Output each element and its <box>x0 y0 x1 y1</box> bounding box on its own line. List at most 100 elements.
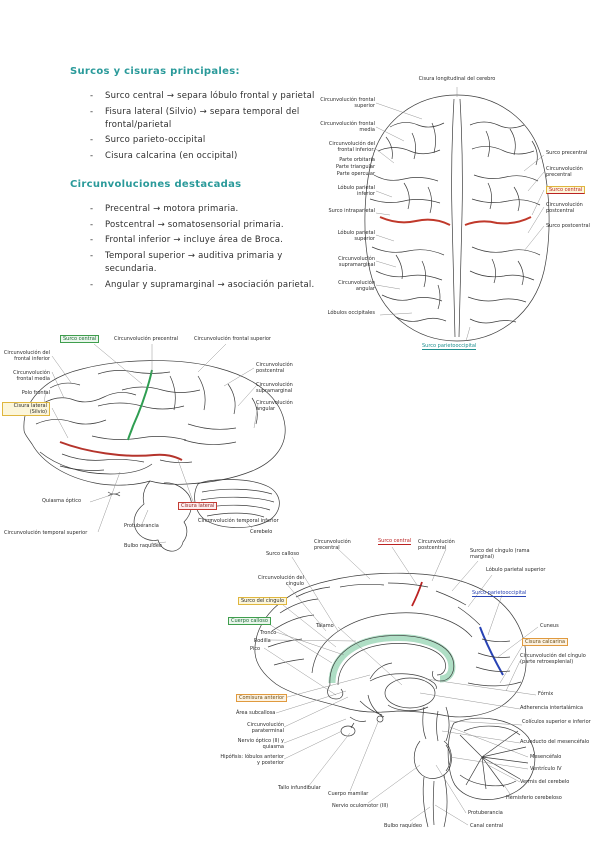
anatomy-label: Protuberancia <box>124 523 159 529</box>
anatomy-label: Parte orbitaria <box>339 157 375 163</box>
anatomy-label: Parte triangular <box>335 164 375 170</box>
anatomy-label: Quiasma óptico <box>42 498 82 504</box>
heading-sulci: Surcos y cisuras principales: <box>70 66 240 77</box>
list-item: Angular y supramarginal → asociación par… <box>90 279 325 292</box>
anatomy-label: Acueducto del mesencéfalo <box>520 739 590 745</box>
anatomy-label-highlighted: Cisura lateral (Silvio) <box>2 402 50 416</box>
anatomy-label: Circunvolución angular <box>338 280 375 292</box>
heading-gyri: Circunvoluciones destacadas <box>70 178 242 190</box>
anatomy-label: Surco del cíngulo (rama marginal) <box>470 548 530 560</box>
parietooccipital-sulcus-highlight <box>479 626 504 676</box>
anatomy-label: Polo frontal <box>21 390 50 396</box>
bullet-text: Temporal superior → auditiva primaria y … <box>105 251 283 274</box>
bullet-text: Cisura calcarina (en occipital) <box>105 151 238 161</box>
bullet-dash <box>90 219 105 232</box>
list-item: Precentral → motora primaria. <box>90 203 325 216</box>
anatomy-label-highlighted: Cuerpo calloso <box>228 617 271 625</box>
anatomy-label: Circunvolución precentral <box>546 166 583 178</box>
bullet-text: Frontal inferior → incluye área de Broca… <box>105 235 284 246</box>
anatomy-label: Circunvolución precentral <box>314 539 351 551</box>
anatomy-label: Cisura longitudinal del cerebro <box>418 76 496 82</box>
anatomy-label: Hemisferio cerebeloso <box>506 795 562 801</box>
anatomy-label: Fórnix <box>538 691 554 697</box>
anatomy-label: Canal central <box>470 823 504 829</box>
bullet-dash <box>90 106 105 132</box>
bullet-dash <box>90 150 105 163</box>
anatomy-label: Ventrículo IV <box>530 766 562 772</box>
anatomy-label: Circunvolución temporal inferior <box>198 518 279 524</box>
anatomy-label: Circunvolución precentral <box>114 336 179 342</box>
anatomy-label: Circunvolución del frontal inferior <box>3 350 50 362</box>
anatomy-label-highlighted: Surco central <box>546 186 586 194</box>
anatomy-label: Circunvolución supramarginal <box>338 256 375 268</box>
central-sulcus-right-highlight <box>464 216 532 226</box>
anatomy-label: Circunvolución supramarginal <box>256 382 293 394</box>
anatomy-label: Tallo infundibular <box>278 785 321 791</box>
bullet-text: Fisura lateral (Silvio) → separa tempora… <box>105 106 300 130</box>
anatomy-label: Cuerpo mamilar <box>328 791 369 797</box>
list-item: Fisura lateral (Silvio) → separa tempora… <box>90 106 325 132</box>
list-item: Postcentral → somatosensorial primaria. <box>90 219 325 232</box>
bullet-dash <box>90 234 105 247</box>
anatomy-label: Surco calloso <box>266 551 300 557</box>
anatomy-label: Colículos superior e inferior <box>522 719 591 725</box>
anatomy-label: Lóbulo parietal superior <box>337 230 375 242</box>
anatomy-label: Tálamo <box>316 623 334 629</box>
list-item: Surco parieto-occipital <box>90 134 325 147</box>
bullet-dash <box>90 90 105 103</box>
anatomy-label: Circunvolución del frontal inferior: <box>328 141 375 153</box>
figure-lateral-brain: Surco central Circunvolución precentral … <box>2 332 312 557</box>
lateral-fissure-highlight <box>59 441 183 461</box>
central-sulcus-highlight <box>127 369 153 441</box>
anatomy-label: Surco precentral <box>546 150 588 156</box>
dorsal-brain-illustration <box>364 87 550 342</box>
anatomy-label: Adherencia intertalámica <box>520 705 583 711</box>
anatomy-label: Circunvolución paraterminal <box>247 722 284 734</box>
bullet-text: Surco central → separa lóbulo frontal y … <box>105 91 315 101</box>
list-item: Temporal superior → auditiva primaria y … <box>90 250 325 276</box>
anatomy-label: Mesencéfalo <box>530 754 562 760</box>
list-item: Cisura calcarina (en occipital) <box>90 150 325 163</box>
list-item: Surco central → separa lóbulo frontal y … <box>90 90 325 103</box>
bullet-text: Surco parieto-occipital <box>105 135 206 146</box>
central-sulcus-highlight <box>411 581 423 607</box>
anatomy-label-highlighted: Surco del cíngulo <box>238 597 288 605</box>
anatomy-label: Hipófisis: lóbulos anterior y posterior <box>220 754 284 766</box>
anatomy-label: Surco intraparietal <box>328 208 376 214</box>
bullet-dash <box>90 203 105 216</box>
anatomy-label: Pico <box>250 646 261 652</box>
anatomy-label: Rodilla <box>254 638 271 644</box>
anatomy-label: Nervio oculomotor (III) <box>332 803 389 809</box>
anatomy-label: Circunvolución del cíngulo <box>257 575 304 587</box>
anatomy-label: Protuberancia <box>468 810 503 816</box>
bullet-text: Postcentral → somatosensorial primaria. <box>105 219 284 230</box>
anatomy-label: Circunvolución temporal superior <box>4 530 88 536</box>
figure-dorsal-brain: Cisura longitudinal del cerebro Circunvo… <box>320 75 595 360</box>
anatomy-label-highlighted: Surco central <box>378 538 412 545</box>
anatomy-label: Circunvolución frontal media <box>320 121 375 133</box>
anatomy-label: Lóbulos occipitales <box>327 310 375 316</box>
anatomy-label-highlighted: Comisura anterior <box>236 694 288 702</box>
anatomy-label: Parte opercular <box>336 171 375 177</box>
anatomy-label: Circunvolución frontal media <box>13 370 50 382</box>
anatomy-label: Lóbulo parietal superior <box>486 567 546 573</box>
figure-medial-brain: Surco calloso Circunvolución precentral … <box>220 535 595 840</box>
anatomy-label: Circunvolución frontal superior <box>320 97 375 109</box>
bullet-text: Precentral → motora primaria. <box>105 203 239 214</box>
lateral-brain-illustration <box>23 343 286 552</box>
anatomy-label: Bulbo raquídeo <box>384 823 422 829</box>
anatomy-label: Circunvolución postcentral <box>546 202 583 214</box>
anatomy-label: Circunvolución postcentral <box>418 539 455 551</box>
medial-brain-illustration <box>254 546 539 828</box>
anatomy-label-highlighted: Cisura lateral <box>178 502 218 510</box>
anatomy-label: Circunvolución postcentral <box>256 362 293 374</box>
sulci-bullet-list: Surco central → separa lóbulo frontal y … <box>90 90 325 163</box>
anatomy-label-highlighted: Surco central <box>60 335 100 343</box>
notes-section: Surcos y cisuras principales: Surco cent… <box>70 66 325 307</box>
anatomy-label-highlighted: Cisura calcarina <box>522 638 569 646</box>
anatomy-label: Cuneus <box>540 623 559 629</box>
anatomy-label: Cerebelo <box>250 529 273 535</box>
bullet-text: Angular y supramarginal → asociación par… <box>105 279 315 290</box>
anatomy-label: Bulbo raquídeo <box>124 543 162 549</box>
